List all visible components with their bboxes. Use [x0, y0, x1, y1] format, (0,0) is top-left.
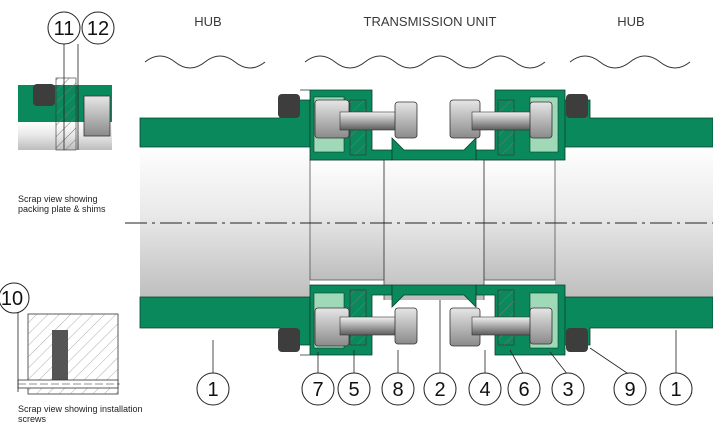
svg-text:3: 3 — [562, 379, 573, 401]
hub-left-label: HUB — [194, 14, 221, 29]
inset-packing-plate — [18, 44, 112, 151]
callout-1-right: 1 — [659, 330, 693, 406]
svg-text:5: 5 — [348, 379, 359, 401]
svg-text:12: 12 — [87, 18, 109, 40]
caption-installation-screws: Scrap view showing installation screws — [18, 404, 143, 424]
callout-4: 4 — [468, 350, 502, 406]
svg-text:11: 11 — [54, 18, 75, 40]
svg-text:6: 6 — [518, 379, 529, 401]
callout-5: 5 — [337, 350, 371, 406]
bolt-top-right — [449, 99, 553, 139]
callout-2: 2 — [423, 300, 457, 406]
break-line-transmission — [304, 55, 546, 69]
callout-10: 10 — [0, 282, 30, 314]
callout-12: 12 — [81, 11, 115, 45]
callout-1-left: 1 — [196, 340, 230, 406]
svg-text:4: 4 — [479, 379, 490, 401]
install-screw-top-left — [278, 94, 300, 118]
break-line-hub-left — [144, 55, 266, 69]
install-screw-top-right — [566, 94, 588, 118]
svg-text:1: 1 — [670, 379, 681, 401]
install-screw-bottom-right — [566, 328, 588, 352]
callout-7: 7 — [301, 352, 335, 406]
svg-text:1: 1 — [207, 379, 218, 401]
callout-6: 6 — [507, 349, 541, 406]
svg-text:9: 9 — [624, 379, 635, 401]
svg-text:7: 7 — [312, 379, 323, 401]
break-line-hub-right — [569, 55, 691, 69]
callout-9: 9 — [589, 347, 647, 406]
svg-text:8: 8 — [392, 379, 403, 401]
bolt-bottom-left — [314, 307, 418, 347]
install-screw-bottom-left — [278, 328, 300, 352]
svg-text:10: 10 — [1, 288, 23, 310]
bolt-bottom-right — [449, 307, 553, 347]
svg-text:2: 2 — [434, 379, 445, 401]
callout-11: 11 — [47, 11, 81, 45]
bolt-top-left — [314, 99, 418, 139]
caption-packing-plate: Scrap view showing packing plate & shims — [18, 194, 106, 214]
inset-installation-screws — [17, 310, 120, 395]
transmission-unit-label: TRANSMISSION UNIT — [364, 14, 497, 29]
hub-right-label: HUB — [617, 14, 644, 29]
callout-8: 8 — [381, 350, 415, 406]
callout-3: 3 — [549, 351, 585, 406]
